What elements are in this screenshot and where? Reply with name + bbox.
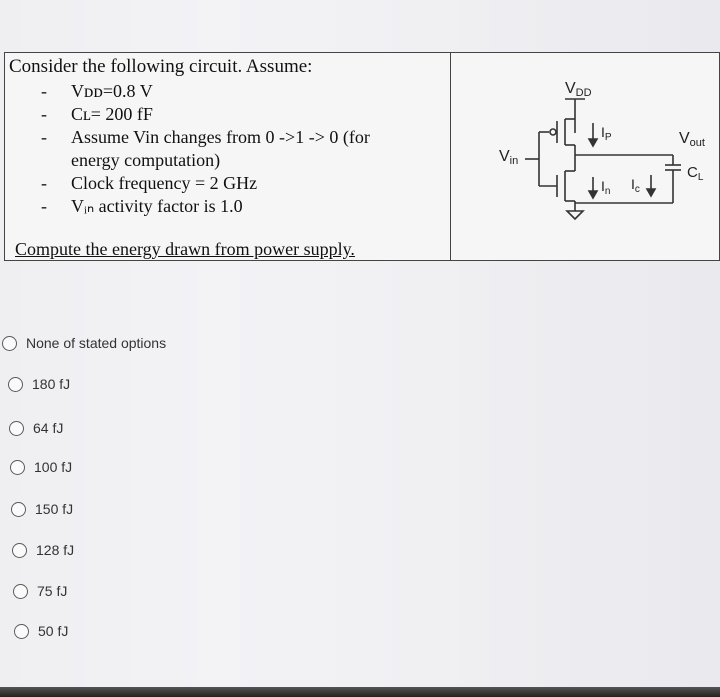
assumption-list: -Vᴅᴅ=0.8 V -Cʟ= 200 fF -Assume Vin chang… bbox=[41, 80, 370, 218]
option-label: 100 fJ bbox=[34, 459, 73, 475]
ip-label: IP bbox=[601, 124, 612, 143]
option-label: 180 fJ bbox=[32, 376, 71, 392]
option-label: 75 fJ bbox=[37, 583, 68, 599]
in-label: In bbox=[601, 178, 610, 197]
option-label: 150 fJ bbox=[35, 501, 74, 517]
option-label: 50 fJ bbox=[38, 623, 69, 639]
option-label: 64 fJ bbox=[33, 420, 64, 436]
pmos-bubble bbox=[549, 128, 557, 136]
option-label: 128 fJ bbox=[36, 542, 75, 558]
radio-button[interactable] bbox=[9, 421, 24, 436]
assumption-item: -Vᵢₙ activity factor is 1.0 bbox=[41, 196, 243, 216]
radio-button[interactable] bbox=[13, 584, 28, 599]
screen-bottom-edge bbox=[0, 687, 720, 697]
assumption-item: -Clock frequency = 2 GHz bbox=[41, 173, 258, 193]
vin-label: Vin bbox=[499, 148, 518, 167]
option-64fj[interactable]: 64 fJ bbox=[9, 417, 269, 443]
radio-button[interactable] bbox=[10, 460, 25, 475]
ground-symbol bbox=[565, 210, 585, 221]
option-128fj[interactable]: 128 fJ bbox=[12, 539, 272, 565]
assumption-item: -Cʟ= 200 fF bbox=[41, 104, 153, 124]
assumption-item: -Vᴅᴅ=0.8 V bbox=[41, 81, 153, 101]
radio-button[interactable] bbox=[14, 624, 29, 639]
ic-label: Ic bbox=[631, 176, 640, 195]
compute-prompt: Compute the energy drawn from power supp… bbox=[15, 239, 355, 259]
question-text-panel: Consider the following circuit. Assume: … bbox=[5, 53, 451, 260]
assumption-item: -Assume Vin changes from 0 ->1 -> 0 (for bbox=[41, 127, 370, 147]
option-none[interactable]: None of stated options bbox=[2, 332, 262, 358]
assumption-item-continued: energy computation) bbox=[71, 150, 221, 170]
option-100fj[interactable]: 100 fJ bbox=[10, 456, 270, 482]
option-75fj[interactable]: 75 fJ bbox=[13, 580, 273, 606]
cl-label: CL bbox=[687, 164, 704, 183]
cmos-inverter-diagram: VDD Vin Vout IP In Ic CL bbox=[499, 80, 705, 221]
question-box: Consider the following circuit. Assume: … bbox=[4, 52, 720, 261]
vout-label: Vout bbox=[679, 130, 705, 149]
option-50fj[interactable]: 50 fJ bbox=[14, 620, 274, 646]
radio-button[interactable] bbox=[8, 377, 23, 392]
option-label: None of stated options bbox=[26, 335, 167, 351]
question-intro: Consider the following circuit. Assume: bbox=[9, 56, 313, 77]
radio-button[interactable] bbox=[12, 543, 27, 558]
radio-button[interactable] bbox=[2, 336, 17, 351]
option-180fj[interactable]: 180 fJ bbox=[8, 373, 268, 399]
radio-button[interactable] bbox=[11, 502, 26, 517]
vdd-label: VDD bbox=[565, 80, 592, 99]
option-150fj[interactable]: 150 fJ bbox=[11, 498, 271, 524]
